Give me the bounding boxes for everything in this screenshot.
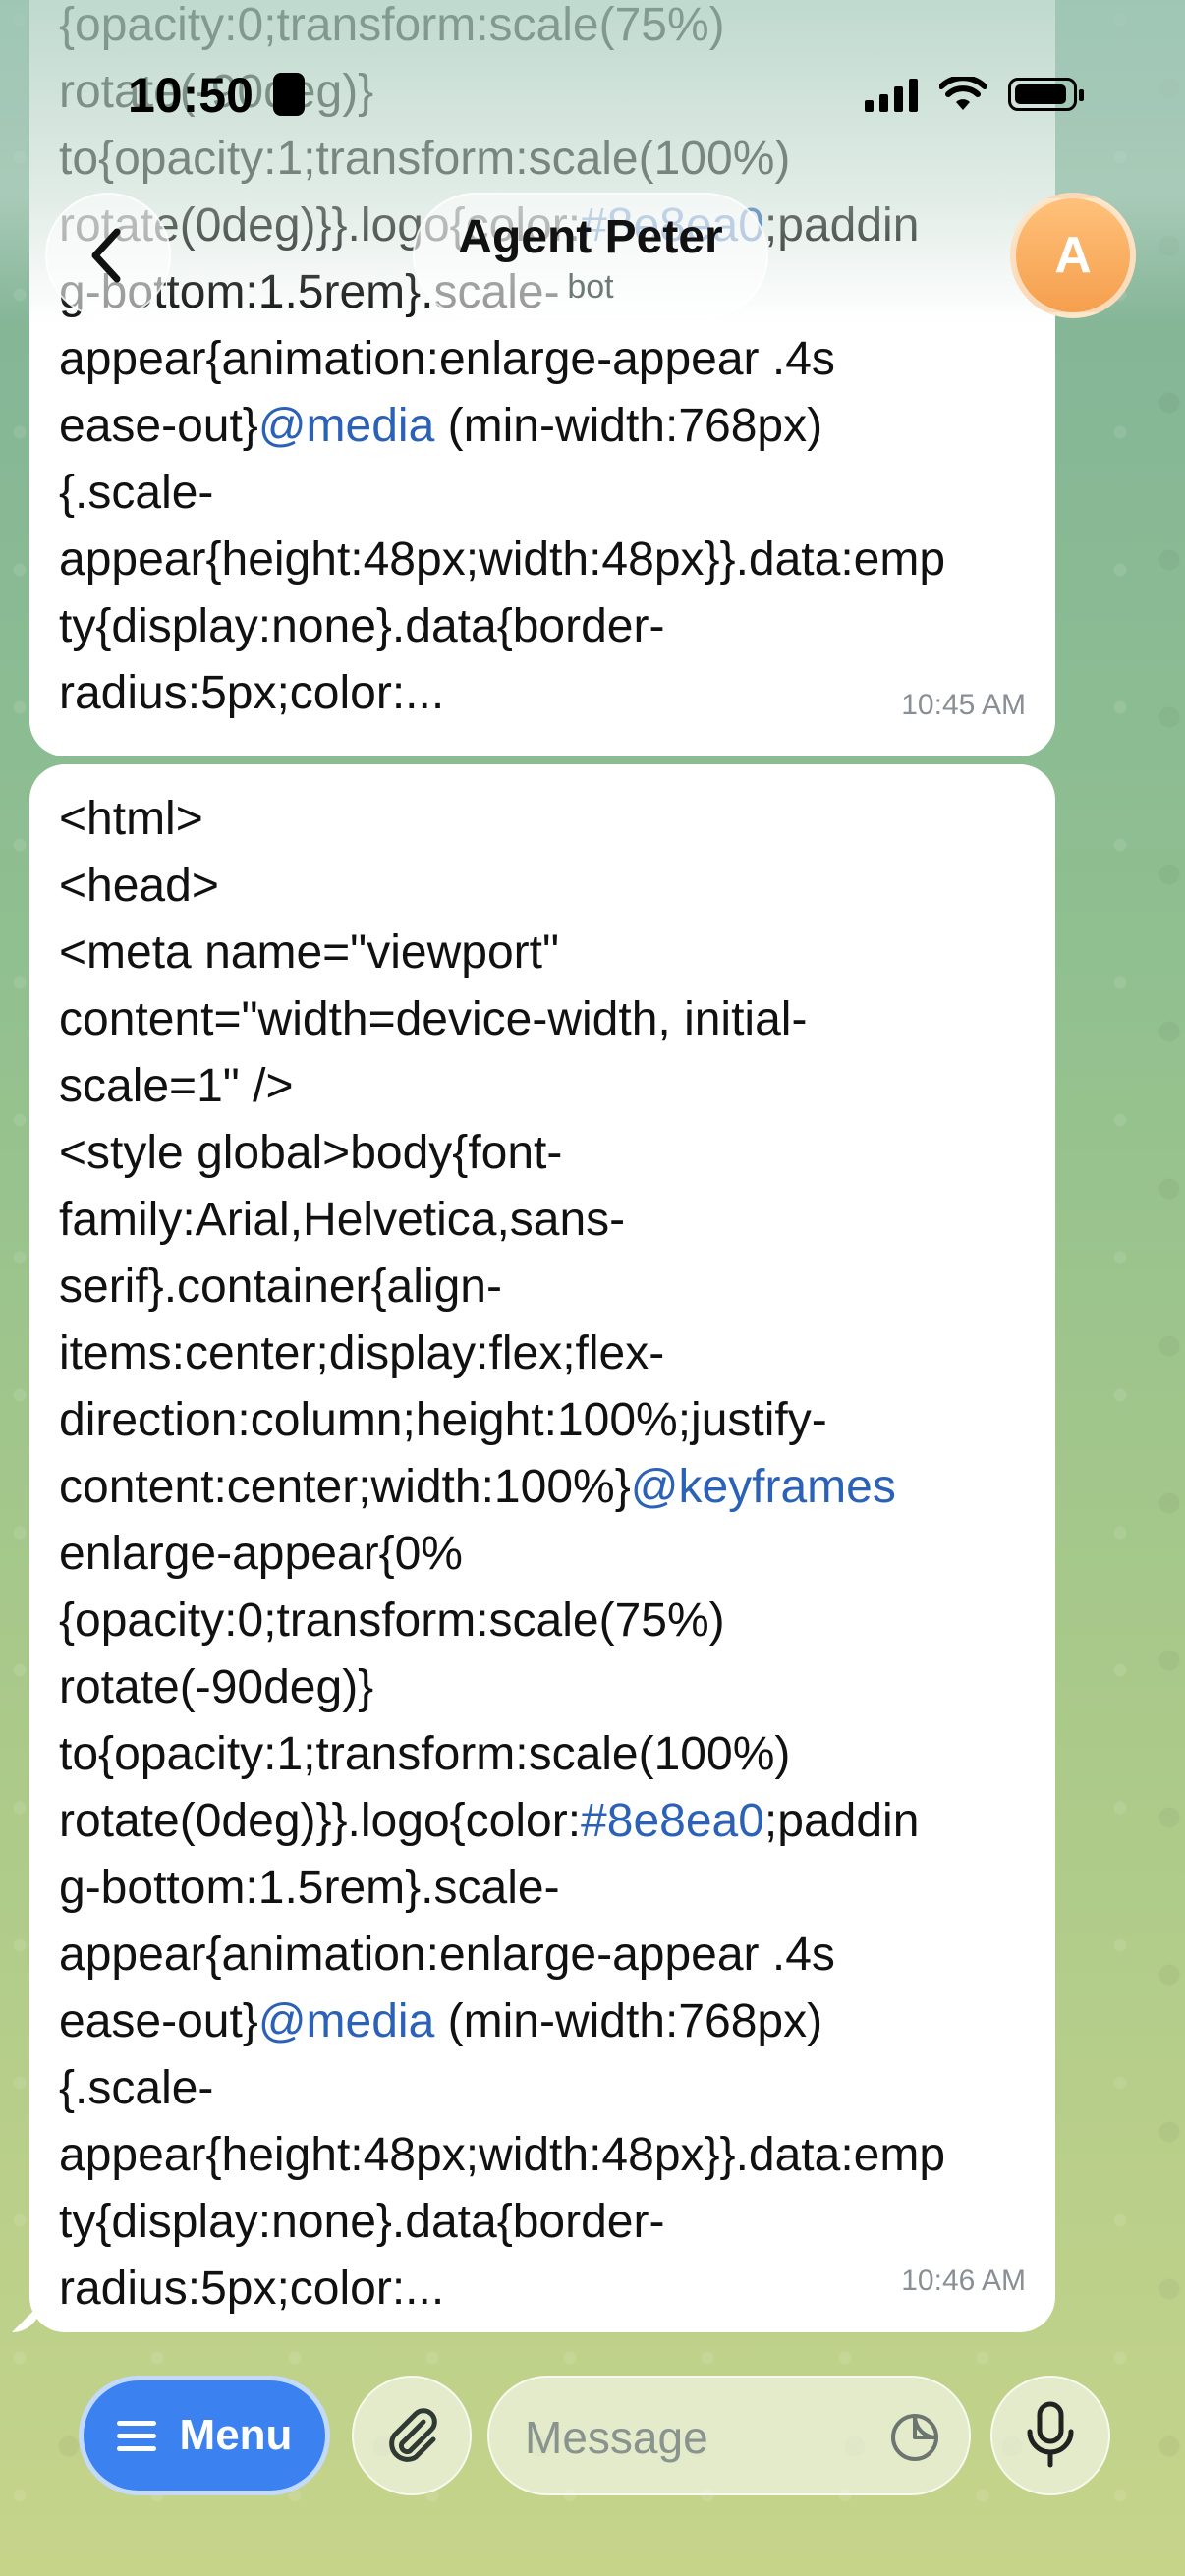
message-line: <html> (59, 793, 203, 845)
message-line: {opacity:0;transform:scale(75%) (59, 1595, 725, 1647)
message-line: content="width=device-width, initial- (59, 993, 808, 1045)
chat-title[interactable]: Agent Peter bot (413, 193, 768, 318)
menu-label: Menu (179, 2411, 293, 2459)
message-link[interactable]: #8e8ea0 (581, 1795, 764, 1847)
status-time: 10:50 (128, 68, 254, 123)
message-line: {.scale- (59, 2062, 214, 2114)
status-bar: 10:50 (0, 59, 1185, 138)
message-line: {opacity:0;transform:scale(75%) (59, 0, 725, 51)
message-line: content:center;width:100%}@keyframes (59, 1461, 896, 1513)
cellular-signal-icon (865, 77, 918, 112)
chat-name: Agent Peter (458, 211, 723, 263)
contact-card-icon (273, 73, 305, 116)
chevron-left-icon (91, 228, 121, 283)
message-line: ty{display:none}.data{border- (59, 600, 665, 652)
message-text: <html> <head> <meta name="viewport" content… (59, 786, 1026, 2323)
message-input[interactable]: Message (487, 2376, 971, 2495)
message-time: 10:46 AM (901, 2265, 1026, 2297)
message-bubble[interactable]: <html> <head> <meta name="viewport" content… (12, 764, 1055, 2332)
message-line: <meta name="viewport" (59, 926, 559, 979)
message-line: family:Arial,Helvetica,sans- (59, 1194, 626, 1246)
message-line: ease-out}@media (min-width:768px) (59, 1995, 823, 2047)
message-line: radius:5px;color:... (59, 2263, 445, 2315)
message-line: appear{height:48px;width:48px}}.data:emp (59, 2129, 946, 2181)
avatar[interactable]: A (1010, 193, 1136, 318)
message-link[interactable]: @media (257, 1995, 435, 2047)
message-line: to{opacity:1;transform:scale(100%) (59, 1728, 791, 1780)
message-line: ease-out}@media (min-width:768px) (59, 400, 823, 452)
sticker-icon[interactable] (888, 2411, 941, 2464)
status-icons (865, 77, 1084, 112)
message-line: rotate(-90deg)} (59, 1661, 374, 1713)
message-time: 10:45 AM (901, 689, 1026, 721)
message-line: appear{animation:enlarge-appear .4s (59, 1929, 835, 1981)
menu-icon (116, 2420, 156, 2451)
message-line: <style global>body{font- (59, 1127, 563, 1179)
message-line: appear{height:48px;width:48px}}.data:emp (59, 533, 946, 586)
message-line: serif}.container{align- (59, 1260, 502, 1313)
avatar-letter: A (1054, 227, 1092, 284)
microphone-button[interactable] (990, 2376, 1110, 2495)
message-line: appear{animation:enlarge-appear .4s (59, 333, 835, 385)
attach-button[interactable] (352, 2376, 472, 2495)
wifi-icon (939, 77, 987, 110)
message-line: enlarge-appear{0% (59, 1528, 463, 1580)
chat-status: bot (567, 268, 614, 306)
message-line: items:center;display:flex;flex- (59, 1327, 665, 1379)
menu-button[interactable]: Menu (79, 2376, 330, 2495)
message-line: direction:column;height:100%;justify- (59, 1394, 827, 1446)
microphone-icon (1027, 2401, 1074, 2468)
bubble-tail (12, 2303, 41, 2332)
message-line: <head> (59, 860, 219, 912)
paperclip-icon (389, 2408, 437, 2462)
message-link[interactable]: @keyframes (630, 1461, 896, 1513)
battery-icon (1008, 78, 1084, 111)
message-line: g-bottom:1.5rem}.scale- (59, 1862, 560, 1914)
message-placeholder: Message (525, 2412, 708, 2463)
message-line: ty{display:none}.data{border- (59, 2196, 665, 2248)
message-link[interactable]: @media (257, 400, 435, 452)
back-button[interactable] (45, 193, 171, 318)
message-line: rotate(0deg)}}.logo{color:#8e8ea0;paddin (59, 1795, 920, 1847)
message-line: scale=1" /> (59, 1060, 294, 1112)
message-line: radius:5px;color:... (59, 667, 445, 719)
message-line: {.scale- (59, 467, 214, 519)
